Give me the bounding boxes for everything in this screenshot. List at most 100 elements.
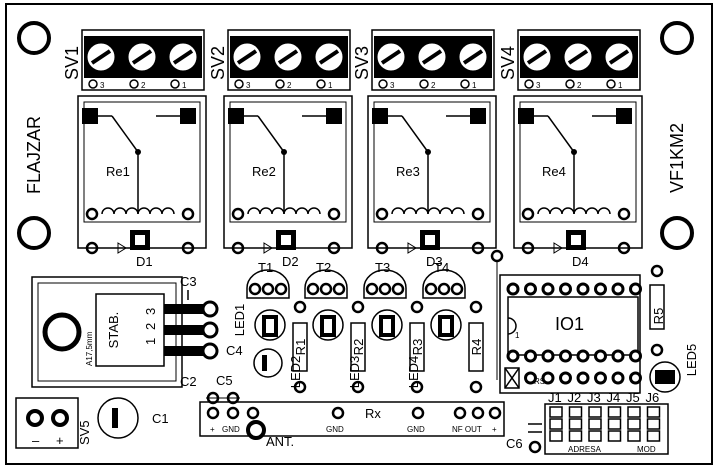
c4-plate (262, 355, 267, 371)
diode-icon (407, 242, 417, 254)
terminal-pad (460, 79, 470, 89)
c4-label: C4 (226, 343, 243, 358)
power-minus-label: – (32, 433, 40, 448)
transistor-pad (274, 282, 288, 296)
jumper-label: J2 (568, 390, 582, 405)
terminal-pad (275, 79, 285, 89)
resistor-pack-pad (629, 371, 642, 385)
jumper-pin (568, 406, 583, 418)
r5-label: R5 (651, 308, 666, 325)
rx-gnd3-label: GND (407, 425, 425, 434)
screw-slot (567, 49, 589, 65)
terminal-pad (565, 79, 575, 89)
terminal-pin-label: 3 (100, 81, 105, 90)
terminal-pin-label: 3 (390, 81, 395, 90)
relay-contact-pad (372, 108, 388, 124)
ic-pin-pad (524, 282, 537, 296)
terminal-name: SV1 (62, 46, 82, 80)
ic-pin-pad (629, 282, 642, 296)
resistor-pad (410, 380, 424, 394)
ic-pin-pad (594, 349, 607, 363)
relay-body (229, 101, 347, 223)
terminal-pad (419, 79, 429, 89)
led-label: LED1 (232, 304, 247, 337)
relay-coil (101, 207, 175, 215)
ic-pin-pad (541, 349, 555, 363)
ic-pin-pad (576, 349, 590, 363)
transistor-body (422, 269, 466, 299)
transistor-label: T1 (258, 260, 273, 275)
c2-label: C2 (180, 374, 197, 389)
rx-pad (453, 406, 467, 420)
regulator-note: A17,5mm (85, 331, 94, 366)
pad (490, 249, 504, 263)
diode-pad (181, 241, 195, 255)
ic-pin-pad (594, 282, 607, 296)
diode-pad (231, 241, 245, 255)
power-connector-outline (15, 397, 79, 449)
transistor-label: T3 (375, 260, 390, 275)
jumper-pin (568, 430, 583, 442)
rx-outline (199, 401, 505, 437)
screw-slot (608, 49, 630, 65)
resistor-pack-pad (611, 371, 625, 385)
led-body (312, 309, 344, 341)
jumper-pin (588, 418, 602, 430)
jumper-adresa-label: ADRESA (568, 445, 602, 454)
rx-gnd1-label: GND (222, 425, 240, 434)
diode-label: D1 (136, 254, 153, 269)
power-pad-plus (51, 409, 69, 427)
jumper-pin (646, 430, 661, 442)
led-label: LED3 (347, 356, 362, 389)
resistor-label: R3 (410, 339, 425, 356)
transistor-pad (248, 282, 262, 296)
terminal-pad (316, 79, 326, 89)
resistor-body (292, 322, 308, 372)
relay-body (373, 101, 491, 223)
relay-body (83, 101, 201, 223)
transistor-body (363, 269, 407, 299)
terminal-pin-label: 1 (328, 81, 333, 90)
resistor-pad (469, 300, 483, 314)
jumper-mod-label: MOD (637, 445, 656, 454)
rx-pad (488, 406, 502, 420)
screw-slot (277, 49, 299, 65)
ic-pin-pad (611, 282, 625, 296)
relay-contact-pad (518, 108, 534, 124)
resistor-pack-pad (559, 371, 572, 385)
resistor-pad (293, 300, 307, 314)
terminal-pin-label: 1 (182, 81, 187, 90)
ic-pin1-label: 1 (515, 331, 520, 340)
ic-pin-pad (611, 349, 625, 363)
relay-coil (537, 207, 611, 215)
relay-contact-pad (326, 108, 342, 124)
terminal-pad (129, 79, 139, 89)
ic-pin-pad (524, 349, 537, 363)
relay-label: Re4 (542, 164, 566, 179)
jumper-pin (549, 406, 563, 418)
transistor-pad (391, 282, 405, 296)
terminal-name: SV4 (498, 46, 518, 80)
resistor-pack-pad (576, 371, 590, 385)
jumper-label: J3 (587, 390, 601, 405)
power-connector-label: SV5 (77, 420, 92, 445)
relay-coil-pad (327, 207, 341, 221)
transistor-body (246, 269, 290, 299)
diode-icon (117, 242, 127, 254)
board-right-label: VF1KM2 (667, 123, 687, 193)
resistor-pack-pad (524, 371, 537, 385)
terminal-pad (378, 79, 388, 89)
ic-notch (507, 317, 517, 335)
regulator-lead (164, 346, 204, 356)
jumper-pin (568, 418, 583, 430)
diode-label: D4 (572, 254, 589, 269)
diode-label: D3 (426, 254, 443, 269)
transistor-pad (437, 282, 451, 296)
relay-contact-pad (180, 108, 196, 124)
relay-coil-pad (375, 207, 389, 221)
led5-label: LED5 (684, 344, 699, 377)
